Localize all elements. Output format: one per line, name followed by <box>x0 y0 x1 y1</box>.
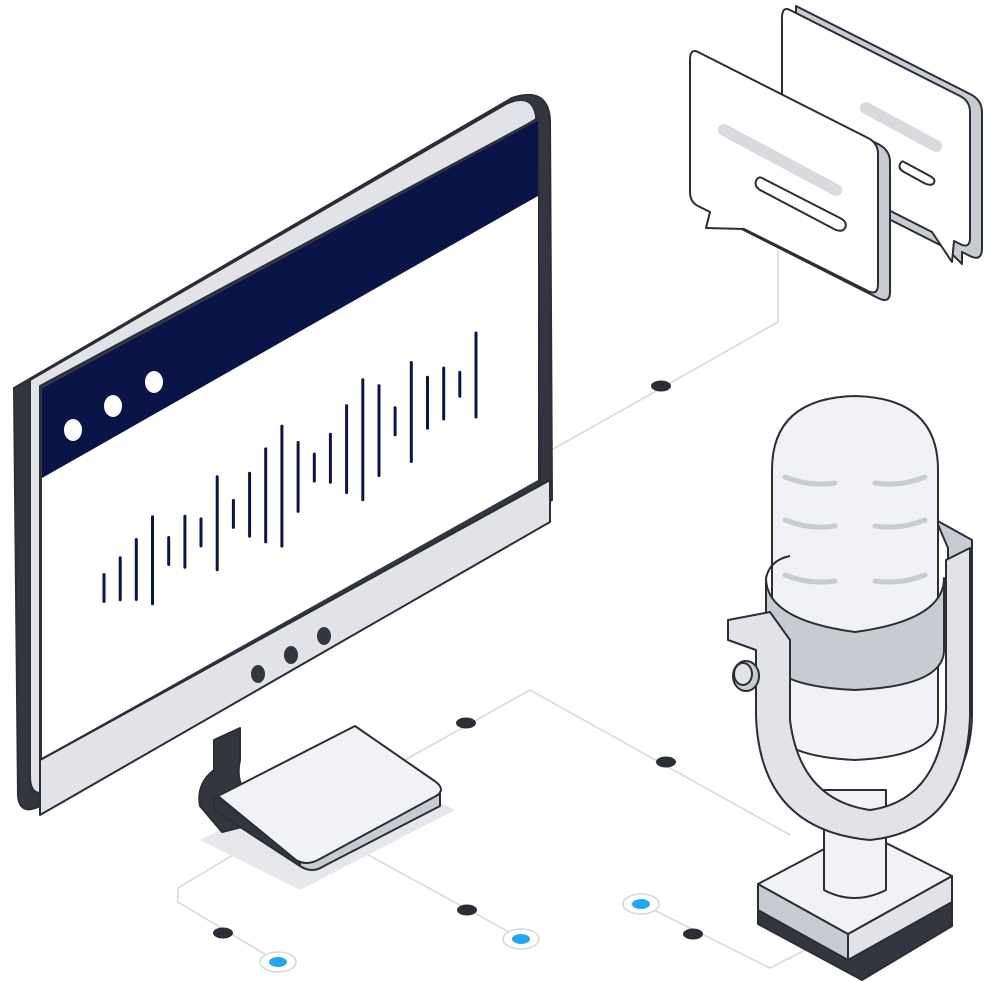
chin-dot <box>317 627 331 645</box>
chat-bubble-back <box>781 8 971 263</box>
window-dot <box>145 371 163 393</box>
window-dots-icon <box>64 371 163 441</box>
mic-yoke-front <box>727 547 971 841</box>
desktop-monitor-icon <box>13 93 553 890</box>
connector-node <box>213 927 233 939</box>
speech-bubbles-icon <box>689 5 983 301</box>
window-dot <box>104 395 122 417</box>
accent-node <box>512 934 530 944</box>
monitor-chin-seam <box>39 479 551 761</box>
studio-microphone-icon <box>727 395 973 981</box>
accent-node <box>632 899 650 909</box>
connector-node <box>651 380 671 392</box>
connector-lines <box>177 250 816 969</box>
chin-dot <box>284 646 298 664</box>
connector-monitor-to-mic <box>404 689 791 836</box>
chin-dot <box>251 665 265 683</box>
connector-base-right <box>349 844 521 939</box>
monitor-base <box>217 725 442 864</box>
connector-chat-to-monitor <box>547 250 779 453</box>
mic-grille <box>782 474 928 585</box>
screen-title-bar <box>42 120 538 478</box>
mic-pivot-knob-cap <box>733 662 753 686</box>
window-dot <box>64 419 82 441</box>
chat-line <box>860 102 942 152</box>
connector-mic-base <box>639 902 816 969</box>
connector-node <box>656 756 676 768</box>
accent-node <box>269 957 287 967</box>
chat-pill <box>898 160 936 186</box>
mic-band-top <box>765 555 791 579</box>
chat-bubble-front <box>689 50 879 294</box>
connector-nodes <box>213 380 703 973</box>
audio-waveform <box>102 331 478 606</box>
screen-panel <box>42 120 538 758</box>
chat-pill <box>754 176 847 232</box>
connector-node <box>456 717 476 729</box>
chin-dots <box>251 627 331 683</box>
chat-line <box>718 124 842 196</box>
connector-node <box>683 928 703 940</box>
mic-band <box>765 577 945 691</box>
connector-node <box>457 904 477 916</box>
